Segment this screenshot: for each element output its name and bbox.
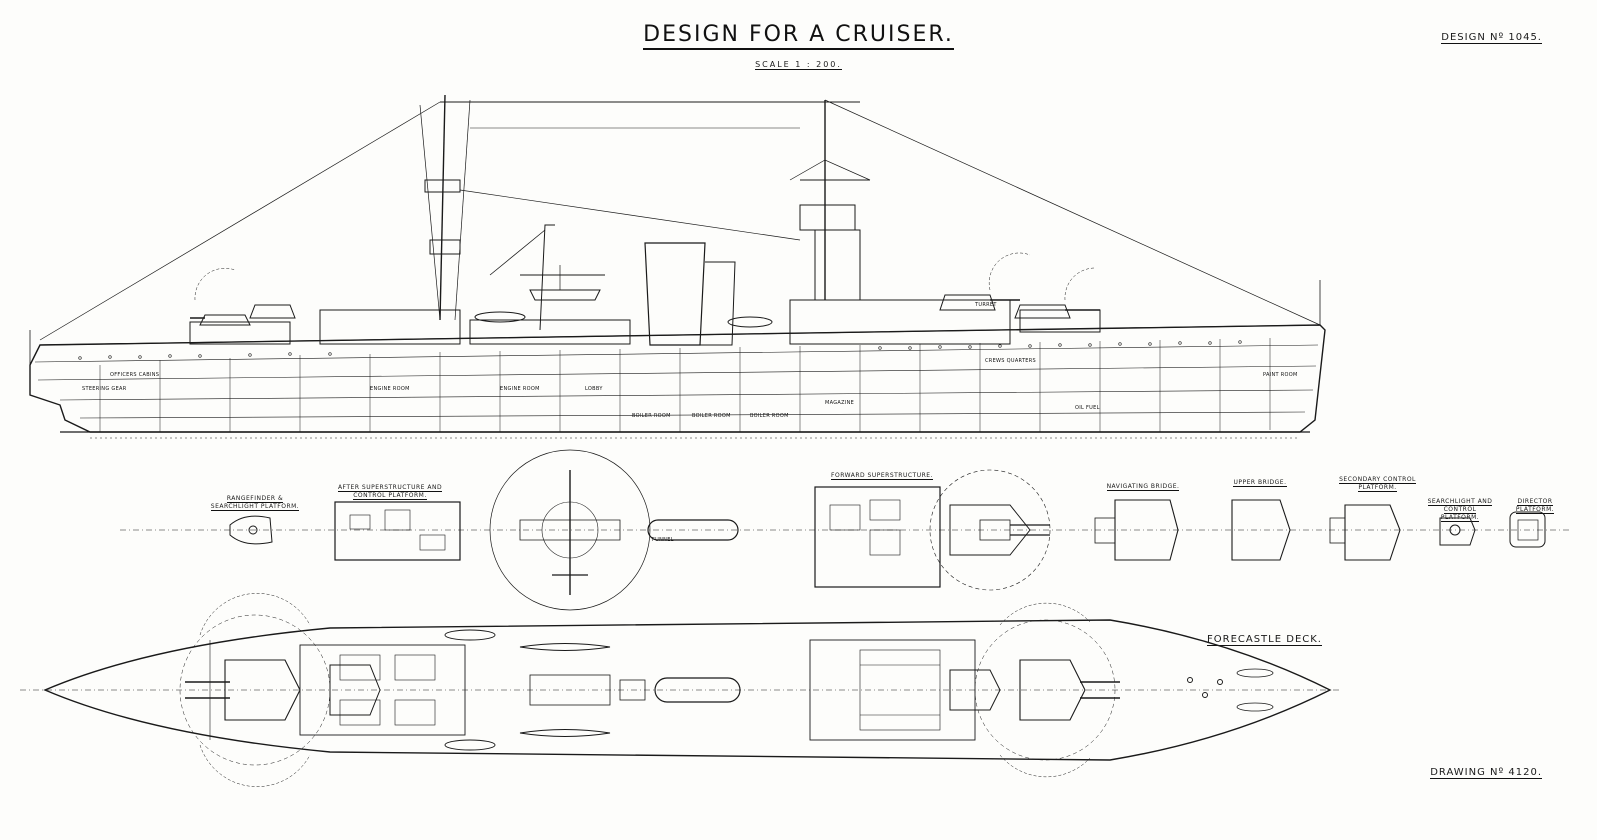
room-label-boiler-room-3: BOILER ROOM (750, 413, 789, 419)
side-profile (29, 94, 1326, 439)
room-label-officers-cabins: OFFICERS CABINS (110, 372, 160, 378)
room-label-boiler-room-1: BOILER ROOM (632, 413, 671, 419)
room-label-steering-gear: STEERING GEAR (82, 386, 127, 392)
forecastle-deck-label: FORECASTLE DECK. (1207, 634, 1322, 646)
room-label-crews-quarters: CREWS QUARTERS (985, 358, 1037, 364)
after-superstructure-label: AFTER SUPERSTRUCTURE AND CONTROL PLATFOR… (337, 484, 443, 500)
forward-superstructure-label: FORWARD SUPERSTRUCTURE. (831, 472, 933, 480)
room-label-engine-room-fwd: ENGINE ROOM (500, 386, 540, 392)
navigating-bridge-label: NAVIGATING BRIDGE. (1106, 483, 1180, 491)
room-label-turret: TURRET (975, 302, 997, 308)
room-label-oil-fuel: OIL FUEL (1075, 405, 1100, 411)
secondary-control-label: SECONDARY CONTROL PLATFORM. (1339, 476, 1416, 492)
drawing-scale: SCALE 1 : 200. (755, 60, 842, 70)
rangefinder-platform-label: RANGEFINDER & SEARCHLIGHT PLATFORM. (210, 495, 300, 511)
director-platform-label: DIRECTOR PLATFORM. (1515, 498, 1555, 514)
room-label-magazine: MAGAZINE (825, 400, 855, 406)
design-number: DESIGN Nº 1045. (1441, 32, 1542, 44)
room-label-boiler-room-2: BOILER ROOM (692, 413, 731, 419)
forecastle-plan (43, 593, 1332, 787)
drawing-number: DRAWING Nº 4120. (1430, 767, 1542, 779)
drawing-title: DESIGN FOR A CRUISER. (0, 22, 1597, 50)
upper-bridge-label: UPPER BRIDGE. (1233, 479, 1287, 487)
room-label-paint-room: PAINT ROOM (1263, 372, 1298, 378)
room-label-lobby: LOBBY (585, 386, 603, 392)
room-label-engine-room-aft: ENGINE ROOM (370, 386, 410, 392)
detail-plans (229, 449, 1546, 611)
